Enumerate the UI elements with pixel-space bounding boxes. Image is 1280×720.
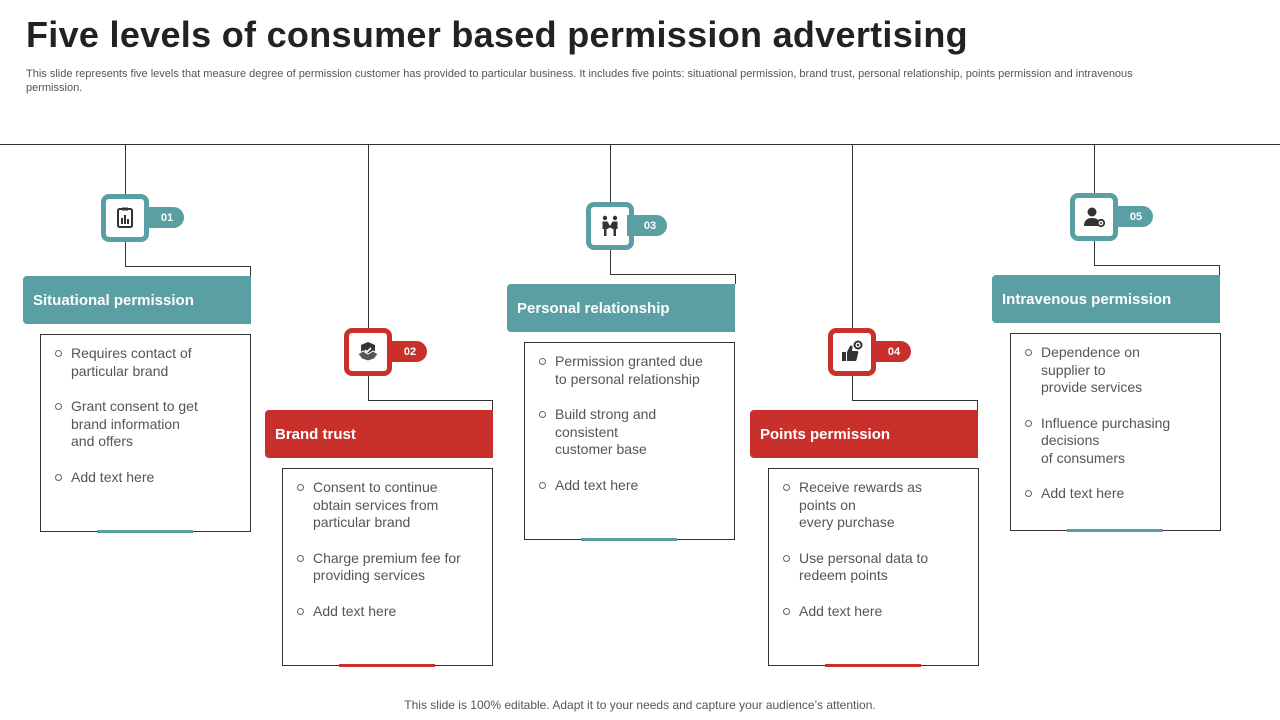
user-settings-icon bbox=[1084, 207, 1106, 228]
connector-02-right bbox=[492, 400, 493, 410]
level-04-number: 04 bbox=[871, 341, 911, 362]
connector-01-right bbox=[250, 266, 251, 276]
connector-02-mid bbox=[368, 376, 369, 400]
connector-04-mid bbox=[852, 376, 853, 400]
connector-04-top bbox=[852, 144, 853, 328]
slide-title: Five levels of consumer based permission… bbox=[26, 14, 968, 55]
slide-subtitle: This slide represents five levels that m… bbox=[26, 68, 1133, 94]
list-item: Add text here bbox=[1025, 485, 1210, 503]
list-item: Grant consent to get brand information a… bbox=[55, 398, 240, 451]
list-item: Add text here bbox=[55, 469, 240, 487]
list-item: Build strong and consistent customer bas… bbox=[539, 406, 724, 459]
connector-05-right bbox=[1219, 265, 1220, 275]
level-03-card: Permission granted due to personal relat… bbox=[524, 342, 735, 541]
connector-03-horizontal bbox=[610, 274, 735, 275]
people-handshake-icon bbox=[602, 215, 618, 236]
thumbs-up-gear-icon bbox=[842, 340, 863, 361]
list-item: Add text here bbox=[297, 603, 482, 621]
list-item: Consent to continue obtain services from… bbox=[297, 479, 482, 532]
list-item: Add text here bbox=[783, 603, 968, 621]
list-item: Requires contact of particular brand bbox=[55, 345, 240, 380]
level-05-icon-box bbox=[1070, 193, 1118, 241]
level-01-card: Requires contact of particular brand Gra… bbox=[40, 334, 251, 533]
level-04-heading: Points permission bbox=[750, 410, 978, 458]
connector-02-horizontal bbox=[368, 400, 492, 401]
list-item: Dependence on supplier to provide servic… bbox=[1025, 344, 1210, 397]
card-accent-bar bbox=[1067, 529, 1163, 532]
connector-01-top bbox=[125, 144, 126, 194]
level-05-card: Dependence on supplier to provide servic… bbox=[1010, 333, 1221, 532]
card-accent-bar bbox=[825, 664, 921, 667]
level-02-icon-box bbox=[344, 328, 392, 376]
clipboard-chart-icon bbox=[117, 207, 133, 228]
connector-03-top bbox=[610, 144, 611, 202]
connector-05-horizontal bbox=[1094, 265, 1219, 266]
list-item: Influence purchasing decisions of consum… bbox=[1025, 415, 1210, 468]
card-accent-bar bbox=[339, 664, 435, 667]
card-accent-bar bbox=[581, 538, 677, 541]
list-item: Charge premium fee for providing service… bbox=[297, 550, 482, 585]
connector-03-mid bbox=[610, 250, 611, 274]
connector-03-right bbox=[735, 274, 736, 284]
level-03-number: 03 bbox=[627, 215, 667, 236]
timeline-line bbox=[0, 144, 1280, 145]
level-05-heading: Intravenous permission bbox=[992, 275, 1220, 323]
level-02-card: Consent to continue obtain services from… bbox=[282, 468, 493, 667]
connector-01-horizontal bbox=[125, 266, 250, 267]
level-01-number: 01 bbox=[144, 207, 184, 228]
list-item: Permission granted due to personal relat… bbox=[539, 353, 724, 388]
list-item: Receive rewards as points on every purch… bbox=[783, 479, 968, 532]
handshake-shield-icon bbox=[357, 342, 379, 362]
level-04-icon-box bbox=[828, 328, 876, 376]
slide-footer: This slide is 100% editable. Adapt it to… bbox=[404, 698, 876, 712]
connector-05-top bbox=[1094, 144, 1095, 193]
connector-04-right bbox=[977, 400, 978, 410]
level-04-card: Receive rewards as points on every purch… bbox=[768, 468, 979, 667]
level-02-number: 02 bbox=[387, 341, 427, 362]
list-item: Add text here bbox=[539, 477, 724, 495]
level-01-heading: Situational permission bbox=[23, 276, 251, 324]
connector-01-mid bbox=[125, 242, 126, 266]
level-03-icon-box bbox=[586, 202, 634, 250]
level-01-icon-box bbox=[101, 194, 149, 242]
connector-04-horizontal bbox=[852, 400, 977, 401]
level-03-heading: Personal relationship bbox=[507, 284, 735, 332]
connector-05-mid bbox=[1094, 241, 1095, 265]
card-accent-bar bbox=[97, 530, 193, 533]
level-02-heading: Brand trust bbox=[265, 410, 493, 458]
level-05-number: 05 bbox=[1113, 206, 1153, 227]
connector-02-top bbox=[368, 144, 369, 328]
list-item: Use personal data to redeem points bbox=[783, 550, 968, 585]
